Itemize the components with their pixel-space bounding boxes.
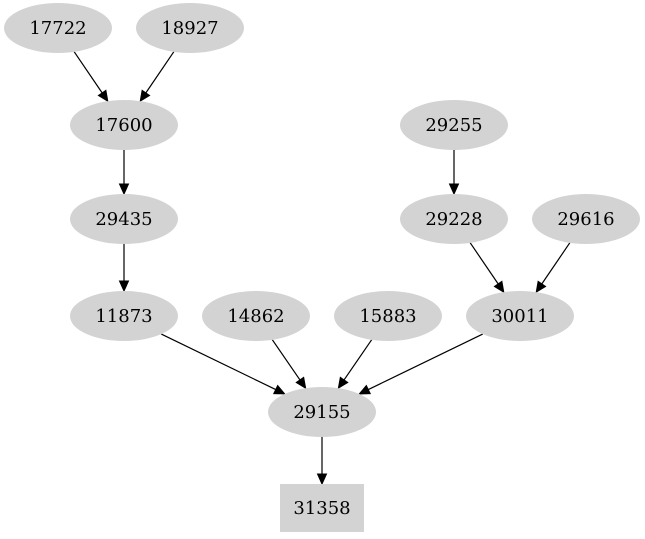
- node-17722[interactable]: 17722: [4, 3, 112, 53]
- edge-18927-to-17600: [139, 51, 175, 103]
- node-ellipse-shape: [136, 3, 244, 53]
- edge-29616-to-30011: [535, 242, 571, 294]
- edge-line: [343, 339, 373, 381]
- arrowhead-icon: [97, 89, 109, 103]
- edge-line: [541, 242, 571, 285]
- node-31358[interactable]: 31358: [280, 484, 364, 532]
- arrowhead-icon: [139, 89, 151, 103]
- node-label: 17722: [29, 18, 86, 39]
- edge-line: [73, 51, 103, 94]
- edge-line: [271, 339, 301, 381]
- node-ellipse-shape: [334, 291, 442, 341]
- arrowhead-icon: [358, 384, 372, 395]
- node-29616[interactable]: 29616: [532, 194, 640, 244]
- node-ellipse-shape: [400, 194, 508, 244]
- node-ellipse-shape: [70, 100, 178, 150]
- node-ellipse-shape: [70, 291, 178, 341]
- node-box-shape: [280, 484, 364, 532]
- node-18927[interactable]: 18927: [136, 3, 244, 53]
- edge-29228-to-30011: [469, 242, 505, 294]
- node-label: 29155: [293, 402, 350, 423]
- node-11873[interactable]: 11873: [70, 291, 178, 341]
- node-29255[interactable]: 29255: [400, 100, 508, 150]
- node-label: 14862: [227, 306, 284, 327]
- edge-29435-to-11873: [118, 244, 130, 293]
- node-label: 30011: [491, 306, 548, 327]
- edge-14862-to-29155: [271, 339, 307, 390]
- node-label: 17600: [95, 115, 152, 136]
- node-17600[interactable]: 17600: [70, 100, 178, 150]
- node-label: 29228: [425, 209, 482, 230]
- node-15883[interactable]: 15883: [334, 291, 442, 341]
- edge-11873-to-29155: [161, 333, 286, 395]
- node-30011[interactable]: 30011: [466, 291, 574, 341]
- edge-line: [368, 333, 483, 391]
- node-29228[interactable]: 29228: [400, 194, 508, 244]
- arrowhead-icon: [316, 473, 328, 486]
- node-label: 29255: [425, 115, 482, 136]
- edge-line: [161, 333, 276, 391]
- node-ellipse-shape: [202, 291, 310, 341]
- node-label: 29616: [557, 209, 614, 230]
- node-ellipse-shape: [268, 387, 376, 437]
- edge-30011-to-29155: [358, 333, 483, 395]
- edge-line: [469, 242, 499, 285]
- arrowhead-icon: [118, 280, 130, 293]
- node-label: 15883: [359, 306, 416, 327]
- edge-17722-to-17600: [73, 51, 109, 103]
- arrowhead-icon: [493, 280, 505, 294]
- arrowhead-icon: [337, 376, 349, 390]
- node-label: 29435: [95, 209, 152, 230]
- edges-layer: [73, 51, 571, 486]
- node-29435[interactable]: 29435: [70, 194, 178, 244]
- node-ellipse-shape: [4, 3, 112, 53]
- node-label: 11873: [95, 306, 152, 327]
- arrowhead-icon: [448, 183, 460, 196]
- nodes-layer: 17722 18927 17600 29435 11873 14862 15883 29255…: [4, 3, 640, 532]
- edge-15883-to-29155: [337, 339, 373, 390]
- arrowhead-icon: [535, 280, 547, 294]
- arrowhead-icon: [118, 183, 130, 196]
- node-ellipse-shape: [466, 291, 574, 341]
- arrowhead-icon: [295, 376, 307, 390]
- node-ellipse-shape: [70, 194, 178, 244]
- edge-29155-to-31358: [316, 437, 328, 486]
- node-ellipse-shape: [400, 100, 508, 150]
- node-14862[interactable]: 14862: [202, 291, 310, 341]
- node-label: 31358: [293, 498, 350, 519]
- arrowhead-icon: [272, 384, 286, 395]
- node-29155[interactable]: 29155: [268, 387, 376, 437]
- node-label: 18927: [161, 18, 218, 39]
- edge-line: [145, 51, 175, 94]
- node-ellipse-shape: [532, 194, 640, 244]
- edge-17600-to-29435: [118, 150, 130, 196]
- edge-29255-to-29228: [448, 150, 460, 196]
